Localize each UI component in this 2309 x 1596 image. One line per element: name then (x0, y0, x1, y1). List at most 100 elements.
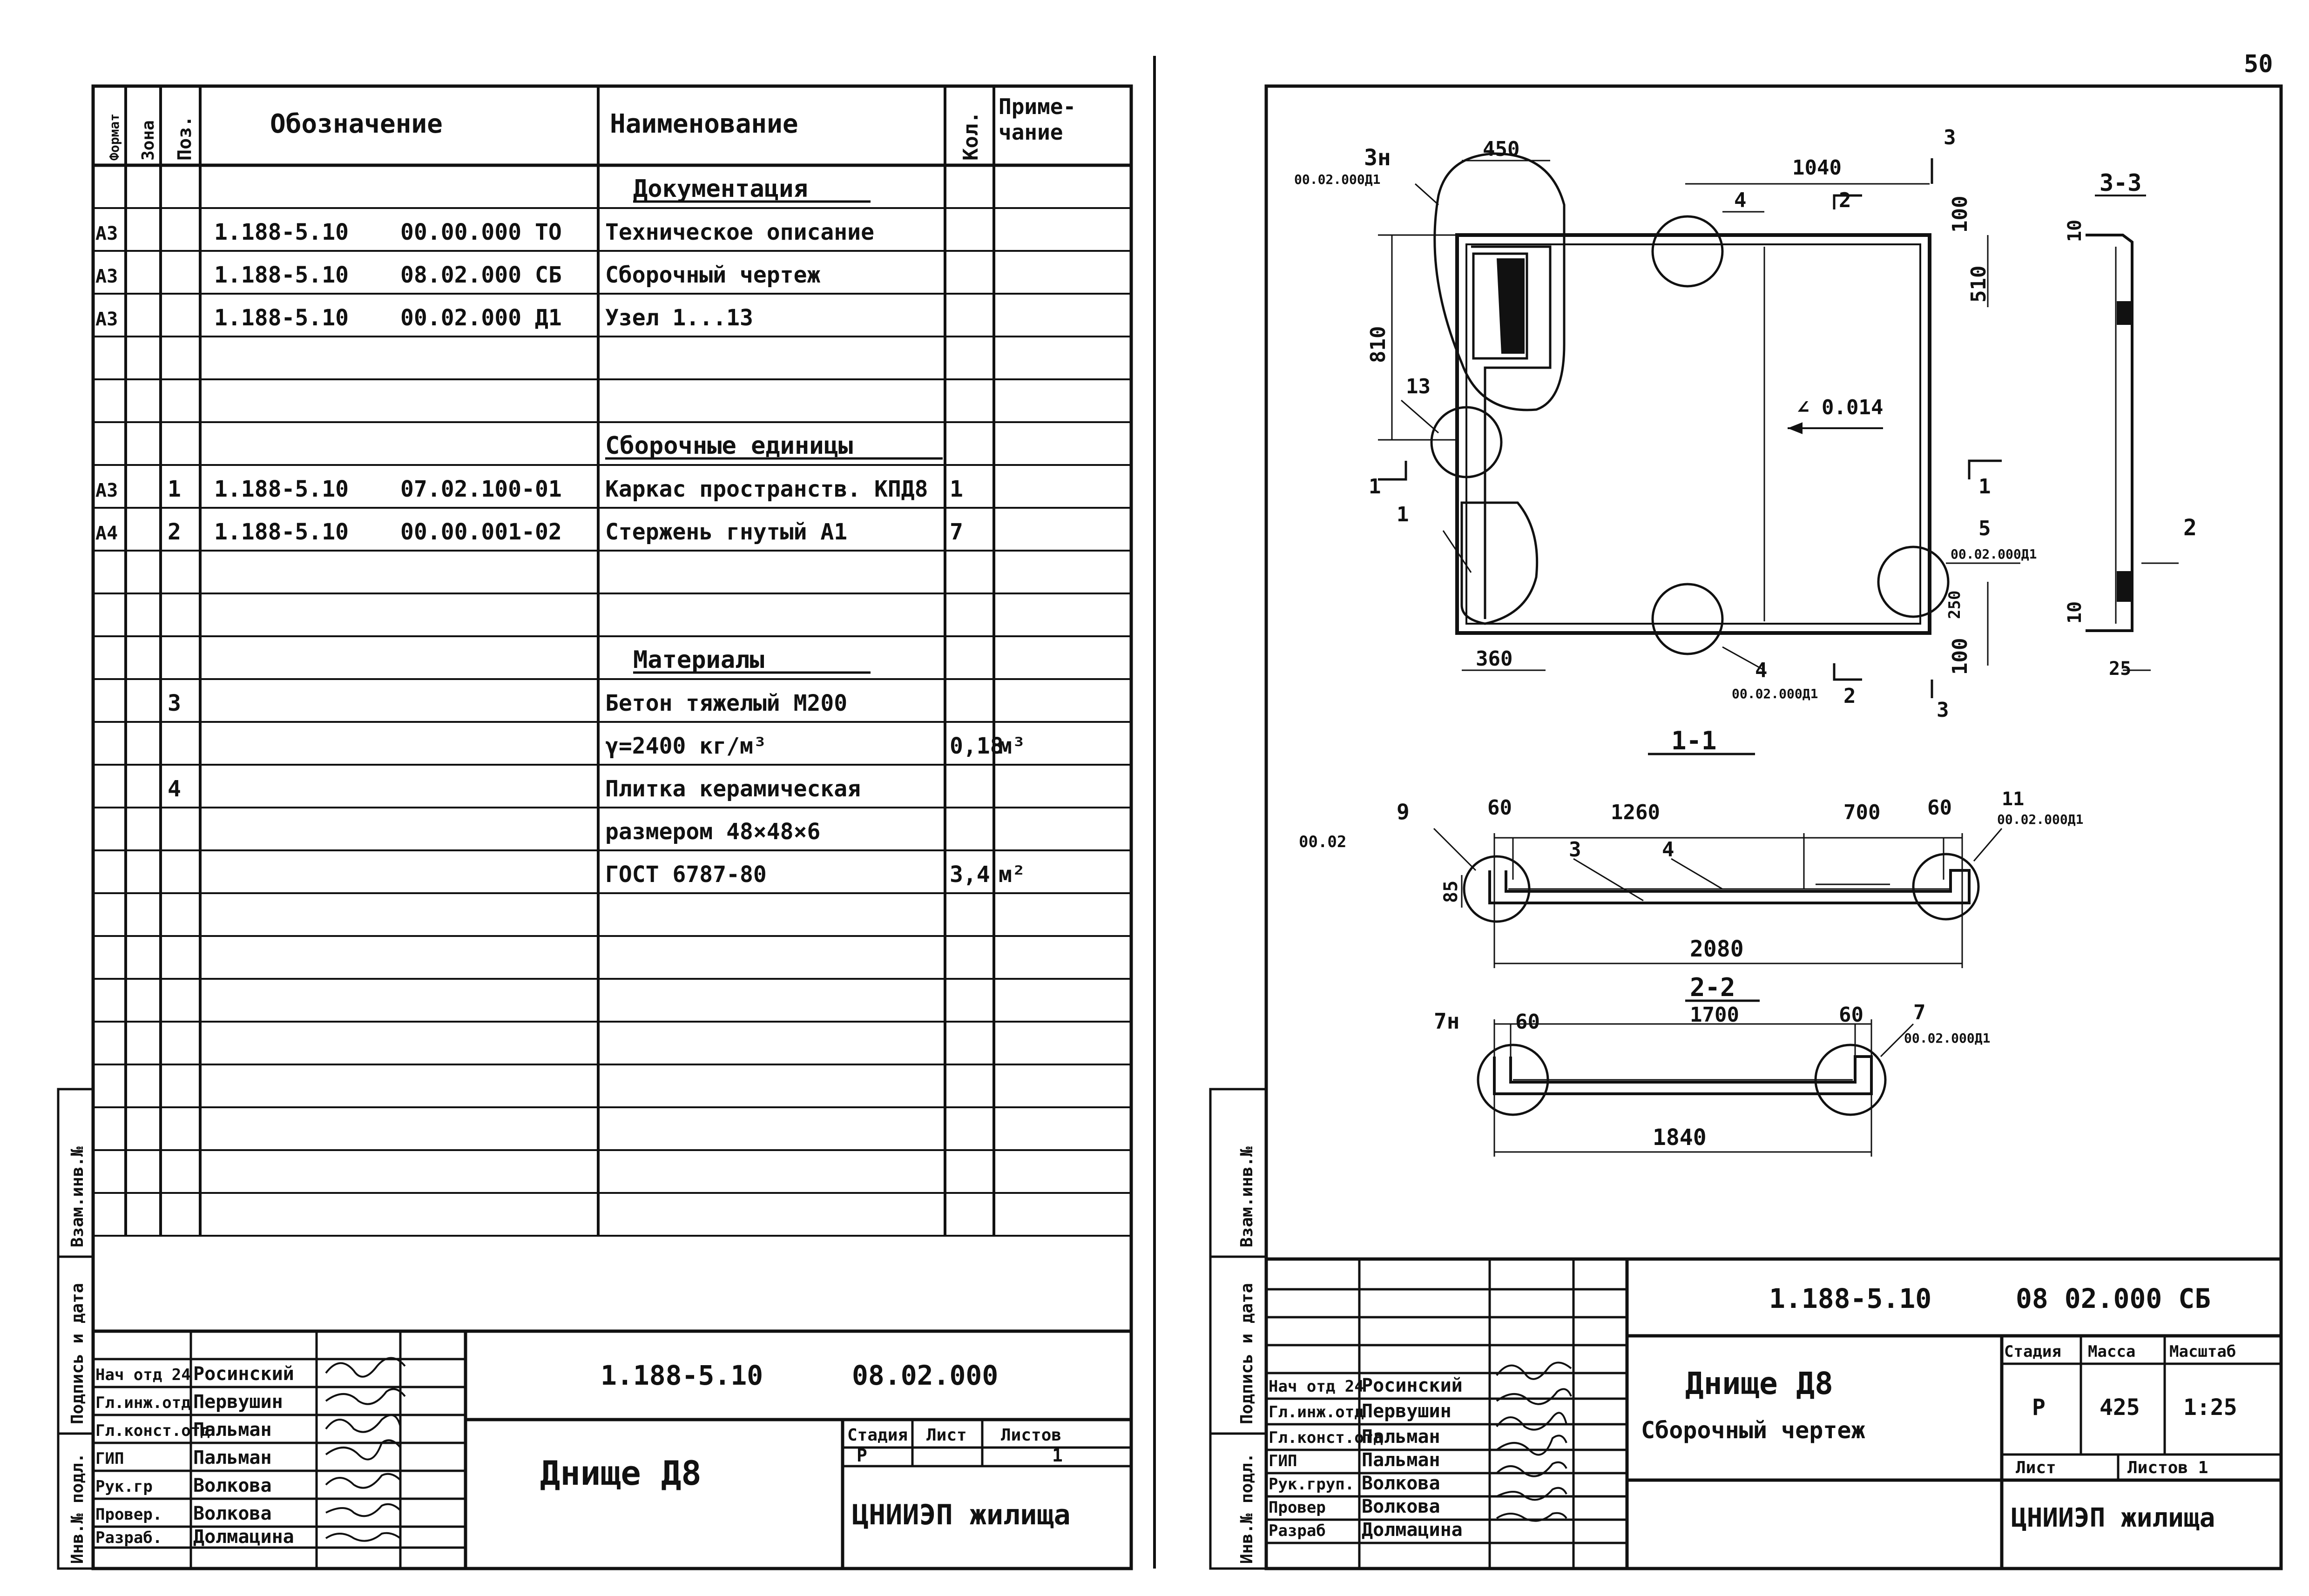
person-name: Первушин (193, 1391, 283, 1413)
row-name: Стержень гнутый А1 (605, 519, 847, 545)
s33-dim-25: 25 (2109, 658, 2131, 680)
right-side-labels: Инв.№ подл. Подпись и дата Взам.инв.№ (1237, 1146, 1256, 1564)
person-name: Волкова (193, 1475, 272, 1496)
right-scale: 1:25 (2183, 1394, 2237, 1421)
section-3-3 (2086, 195, 2179, 671)
person-name: Долмацина (1362, 1519, 1463, 1541)
right-sheet (1209, 84, 2283, 1570)
s22-node-7-ref: 00.02.000Д1 (1904, 1030, 1990, 1046)
left-stage: Р (857, 1445, 867, 1466)
left-name: Днище Д8 (540, 1454, 702, 1493)
role-label: Разраб. (95, 1529, 162, 1547)
left-code: 1.188-5.10 (601, 1360, 763, 1391)
section-3-3-title: 3-3 (2100, 169, 2141, 196)
s11-dim-2080: 2080 (1690, 936, 1744, 962)
row-qty: 3,4 (950, 862, 990, 888)
person-name: Пальман (1362, 1426, 1440, 1448)
header-designation: Обозначение (270, 109, 443, 139)
side-label-replace: Взам.инв.№ (68, 1146, 87, 1247)
node-4: 4 (1755, 659, 1768, 682)
role-label: Разраб (1269, 1522, 1326, 1540)
role-label: Провер (1269, 1498, 1326, 1517)
header-name: Наименование (610, 109, 798, 139)
s33-dim-10a: 10 (2064, 220, 2086, 242)
s22-dim-60a: 60 (1515, 1010, 1540, 1034)
right-mass-label: Масса (2088, 1342, 2135, 1361)
node-5-ref: 00.02.000Д1 (1951, 546, 2037, 562)
s11-pos-3: 3 (1569, 838, 1581, 862)
row-code: 1.188-5.10 (214, 262, 349, 288)
section-1-1-title: 1-1 (1671, 726, 1717, 755)
right-mass: 425 (2100, 1394, 2140, 1421)
role-label: ГИП (95, 1449, 124, 1468)
right-sheets-label: Листов 1 (2127, 1458, 2208, 1477)
role-label: Гл.конст.отд (95, 1421, 210, 1440)
cut-2-top: 2 (1839, 189, 1851, 212)
s11-dim-700: 700 (1843, 801, 1880, 824)
node-3n-ref: 00.02.000Д1 (1294, 172, 1380, 187)
section-title: Материалы (633, 646, 764, 674)
right-sheet-label: Лист (2016, 1458, 2056, 1477)
role-label: Нач отд 24 (95, 1366, 191, 1384)
row-name: Плитка керамическая (605, 776, 861, 802)
left-title-block (93, 1329, 1131, 1569)
header-pos: Поз. (174, 116, 196, 161)
header-qty: Кол. (959, 111, 983, 161)
slope-label: ∠ 0.014 (1797, 396, 1883, 419)
row-pos: 2 (168, 519, 181, 545)
left-sheet-label: Лист (926, 1426, 967, 1445)
section-2-2 (1477, 999, 1914, 1157)
s11-dim-60b: 60 (1927, 796, 1952, 820)
s33-dim-10b: 10 (2064, 601, 2086, 624)
person-name: Росинский (1362, 1375, 1463, 1396)
right-signatures (1496, 1361, 1572, 1522)
row-code: 1.188-5.10 (214, 519, 349, 545)
left-number: 08.02.000 (852, 1360, 998, 1391)
header-note: Приме- (999, 94, 1076, 119)
node-5: 5 (1978, 517, 1991, 540)
row-name: ГОСТ 6787-80 (605, 862, 767, 888)
dim-360: 360 (1476, 647, 1512, 671)
person-name: Пальман (1362, 1449, 1440, 1471)
right-stage: Р (2032, 1394, 2046, 1421)
row-note: м³ (999, 733, 1026, 759)
left-org: ЦНИИЭП жилища (852, 1499, 1071, 1531)
row-number: 08.02.000 СБ (400, 262, 562, 288)
dim-250: 250 (1945, 591, 1964, 619)
row-pos: 1 (168, 476, 181, 502)
right-code: 1.188-5.10 (1769, 1283, 1931, 1314)
row-qty: 0,18 (950, 733, 1004, 759)
s11-node-9-ref: 00.02 (1299, 833, 1346, 851)
person-name: Пальман (193, 1419, 272, 1441)
right-scale-label: Масштаб (2169, 1342, 2236, 1361)
right-org: ЦНИИЭП жилища (2011, 1503, 2215, 1533)
spec-table (91, 86, 1133, 1237)
role-label: Гл.инж.отд (1269, 1403, 1364, 1421)
cut-3-top: 3 (1944, 126, 1956, 149)
row-name: Бетон тяжелый М200 (605, 690, 847, 716)
node-3n: 3н (1364, 145, 1391, 171)
row-number: 07.02.100-01 (400, 476, 562, 502)
row-qty: 7 (950, 519, 963, 545)
person-name: Долмацина (193, 1526, 294, 1548)
header-note-line2: чание (999, 120, 1063, 145)
row-code: 1.188-5.10 (214, 219, 349, 245)
pos-1: 1 (1397, 503, 1409, 526)
header-zone: Зона (139, 120, 158, 161)
row-name: γ=2400 кг/м³ (605, 733, 767, 759)
row-pos: 3 (168, 690, 181, 716)
plan-labels: 450 1040 100 510 810 360 250 100 ∠ 0.014… (1294, 126, 2037, 722)
row-name: Техническое описание (605, 219, 874, 245)
section-1-1-labels: 1-1 9 00.02 60 1260 700 60 11 00.02.000Д… (1299, 726, 2083, 962)
dim-1040: 1040 (1792, 156, 1842, 180)
right-name: Днище Д8 (1685, 1366, 1833, 1401)
node-4-ref: 00.02.000Д1 (1732, 686, 1818, 701)
r-side-label-replace: Взам.инв.№ (1237, 1146, 1256, 1247)
row-name: Каркас пространств. КПД8 (605, 476, 928, 502)
right-number: 08 02.000 СБ (2016, 1283, 2211, 1314)
dim-100-bottom: 100 (1948, 638, 1972, 675)
node-13: 13 (1406, 375, 1431, 398)
right-stage-label: Стадия (2004, 1342, 2061, 1361)
